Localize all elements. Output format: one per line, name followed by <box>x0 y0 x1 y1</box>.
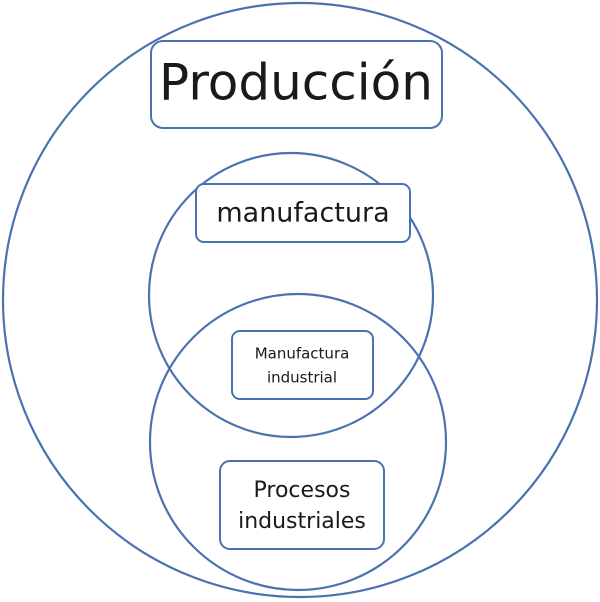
manufactura-industrial-box-frame <box>231 330 374 400</box>
procesos-industriales-circle <box>148 292 448 592</box>
manufactura-industrial-label-line1: Manufactura <box>255 345 350 363</box>
manufactura-industrial-label-line2: industrial <box>267 369 337 387</box>
produccion-box-frame <box>150 40 443 129</box>
manufactura-circle <box>147 151 435 439</box>
procesos-industriales-label-line2: industriales <box>238 509 366 534</box>
produccion-label-box: Producción <box>150 40 443 129</box>
procesos-industriales-label-box: Procesos industriales <box>219 460 385 550</box>
produccion-label: Producción <box>159 54 433 112</box>
procesos-industriales-box-frame <box>219 460 385 550</box>
manufactura-industrial-label-box: Manufactura industrial <box>231 330 374 400</box>
procesos-industriales-label-line1: Procesos <box>254 478 351 503</box>
manufactura-label-box: manufactura <box>195 183 411 243</box>
manufactura-box-frame <box>195 183 411 243</box>
manufactura-label: manufactura <box>216 198 389 229</box>
